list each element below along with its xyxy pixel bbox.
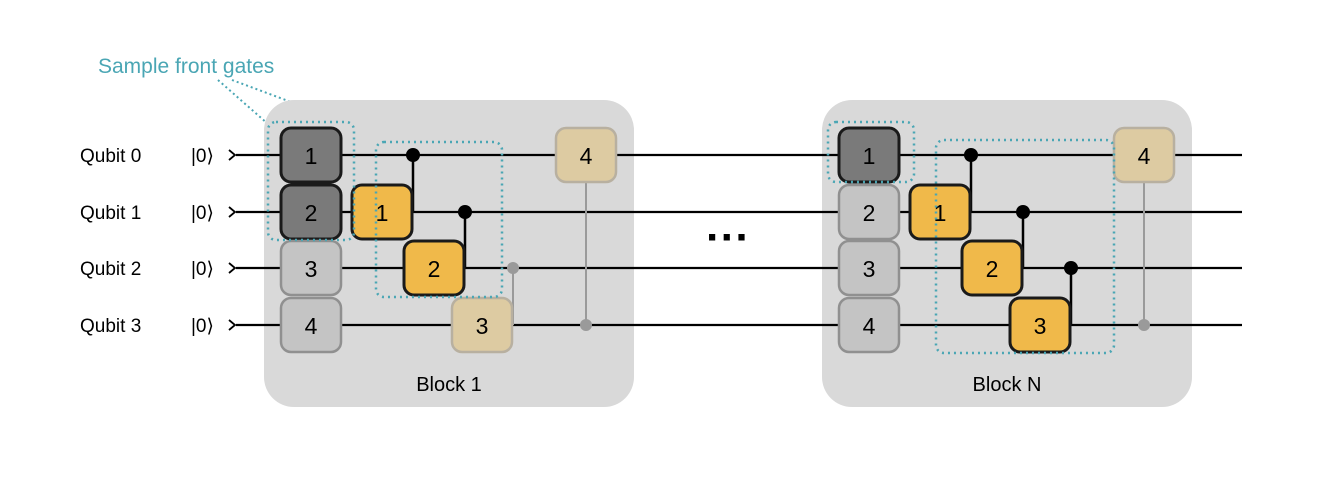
- qubit-label: Qubit 2: [80, 259, 141, 280]
- two-qubit-gate-box: [402, 239, 466, 297]
- ellipsis: ···: [706, 213, 750, 262]
- qubit-label: Qubit 0: [80, 146, 141, 167]
- single-qubit-gate-label: 1: [305, 143, 318, 169]
- single-qubit-gate-box: [837, 183, 901, 241]
- two-qubit-gate-box: [450, 296, 514, 354]
- block-n-label: Block N: [973, 374, 1042, 396]
- single-qubit-gate-label: 2: [305, 200, 318, 226]
- ket-zero: |0⟩: [191, 146, 214, 167]
- qubit-label: Qubit 1: [80, 203, 141, 224]
- single-qubit-gate: 2: [837, 183, 901, 241]
- annotation-label: Sample front gates: [98, 55, 274, 78]
- block-1-label: Block 1: [416, 374, 482, 396]
- single-qubit-gate: 1: [279, 126, 343, 184]
- control-dot: [964, 148, 978, 162]
- single-qubit-gate-label: 2: [863, 200, 876, 226]
- ket-zero: |0⟩: [191, 259, 214, 280]
- two-qubit-gate-label: 2: [986, 256, 999, 282]
- two-qubit-gate: 3: [450, 296, 514, 354]
- two-qubit-gate: 4: [1112, 126, 1176, 184]
- single-qubit-gate-label: 1: [863, 143, 876, 169]
- control-dot: [1064, 261, 1078, 275]
- two-qubit-gate: 1: [908, 183, 972, 241]
- two-qubit-gate: 1: [350, 183, 414, 241]
- control-dot: [580, 319, 592, 331]
- block-1-front-entangling-box: [374, 140, 504, 299]
- single-qubit-gate-box: [279, 296, 343, 354]
- control-dot: [507, 262, 519, 274]
- single-qubit-gate-box: [837, 296, 901, 354]
- single-qubit-gate-label: 3: [305, 256, 318, 282]
- single-qubit-gate-box: [279, 183, 343, 241]
- single-qubit-gate: 3: [279, 239, 343, 297]
- two-qubit-gate-label: 2: [428, 256, 441, 282]
- single-qubit-gate: 1: [837, 126, 901, 184]
- qubit-label: Qubit 3: [80, 316, 141, 337]
- single-qubit-gate-box: [837, 239, 901, 297]
- two-qubit-gate-box: [350, 183, 414, 241]
- selection-boxes: [266, 120, 1116, 355]
- ket-zero: |0⟩: [191, 203, 214, 224]
- two-qubit-gate-box: [1008, 296, 1072, 354]
- qubit-states: |0⟩ |0⟩ |0⟩ |0⟩: [191, 146, 214, 337]
- control-dot: [458, 205, 472, 219]
- single-qubit-gate-label: 3: [863, 256, 876, 282]
- single-qubit-gate: 2: [279, 183, 343, 241]
- single-qubit-gate-label: 4: [863, 313, 876, 339]
- two-qubit-gate-label: 3: [476, 313, 489, 339]
- arrowhead: [228, 319, 237, 331]
- two-qubit-gate-box: [554, 126, 618, 184]
- single-qubit-gate-label: 4: [305, 313, 318, 339]
- two-qubit-gate-label: 4: [580, 143, 593, 169]
- single-qubit-gate-box: [279, 239, 343, 297]
- single-qubit-gate: 4: [279, 296, 343, 354]
- two-qubit-gate-label: 3: [1034, 313, 1047, 339]
- qubit-labels: Qubit 0 Qubit 1 Qubit 2 Qubit 3: [80, 146, 141, 337]
- single-qubit-gate: 3: [837, 239, 901, 297]
- two-qubit-gate-label: 1: [376, 200, 389, 226]
- two-qubit-gate-box: [960, 239, 1024, 297]
- control-dot: [406, 148, 420, 162]
- two-qubit-gate: 2: [402, 239, 466, 297]
- two-qubit-gate: 2: [960, 239, 1024, 297]
- two-qubit-gate-box: [908, 183, 972, 241]
- two-qubit-gate: 4: [554, 126, 618, 184]
- two-qubit-gate: 3: [1008, 296, 1072, 354]
- annotation-pointer-left: [217, 79, 269, 125]
- arrowhead: [228, 149, 237, 161]
- arrowhead: [228, 206, 237, 218]
- single-qubit-gate-box: [279, 126, 343, 184]
- single-qubit-gate: 4: [837, 296, 901, 354]
- control-dot: [1016, 205, 1030, 219]
- control-dot: [1138, 319, 1150, 331]
- wire-arrowheads: [228, 149, 237, 331]
- block-1-front-singles-box: [266, 120, 356, 242]
- two-qubit-gate-label: 4: [1138, 143, 1151, 169]
- ket-zero: |0⟩: [191, 316, 214, 337]
- arrowhead: [228, 262, 237, 274]
